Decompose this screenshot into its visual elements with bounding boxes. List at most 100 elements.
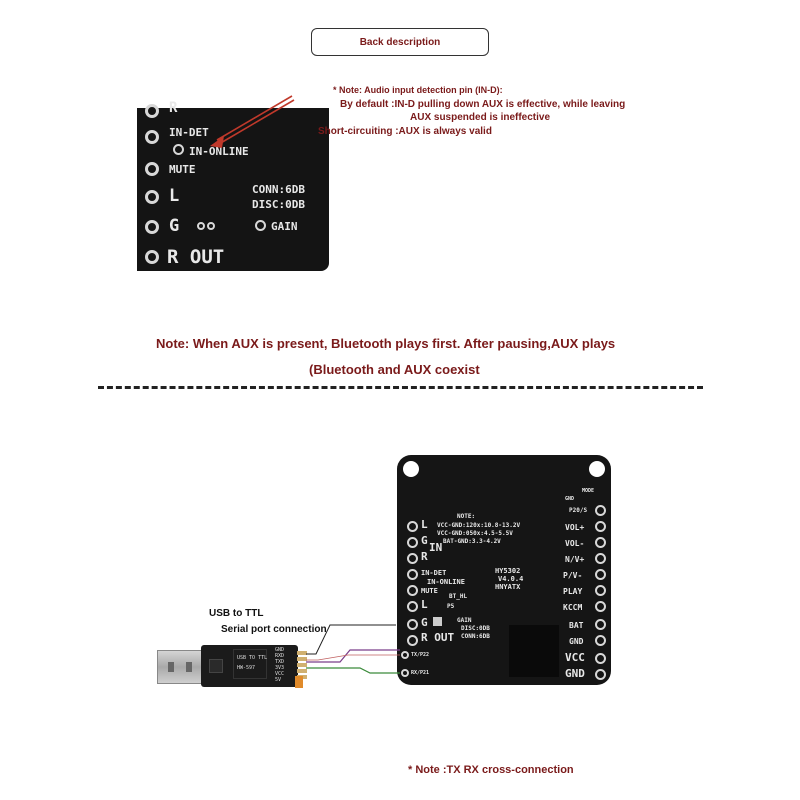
pin-pad (407, 601, 418, 612)
pin-pad (407, 585, 418, 596)
usb-pin-txd: TXD (275, 659, 285, 665)
pin-label-g2: G (421, 616, 428, 629)
pin-pad (145, 130, 159, 144)
main-board: MODE GND P20/S VOL+ VOL- N/V+ P/V- PLAY … (397, 455, 611, 685)
usb-module-text2: HW-597 (237, 665, 256, 671)
priority-note-line1: Note: When AUX is present, Bluetooth pla… (156, 336, 616, 351)
disc-gain-label: DISC:0DB (252, 198, 305, 211)
pin-label-play: PLAY (563, 587, 583, 596)
pin-pad (407, 635, 418, 646)
detection-pin-heading: * Note: Audio input detection pin (IN-D)… (333, 85, 503, 95)
mount-hole (589, 461, 605, 477)
pin-label-l: L (169, 186, 180, 206)
pin-label-r-out: R OUT (421, 631, 455, 644)
pin-label-g: G (421, 534, 428, 547)
header-pin (297, 663, 307, 667)
pin-label-mute: MUTE (169, 163, 196, 176)
pin-label-in-online: IN-ONLINE (427, 578, 465, 586)
spec-note-heading: NOTE: (457, 513, 476, 520)
brand-label: HNYATX (495, 583, 521, 591)
pin-pad (145, 104, 159, 118)
ic-chip (209, 659, 223, 673)
pin-pad (407, 537, 418, 548)
pin-label-g: G (169, 216, 180, 236)
short-circuit-note: Short-circuiting :AUX is always valid (318, 126, 492, 137)
board-closeup: R IN-DET IN-ONLINE MUTE L G R OUT CONN:6… (137, 100, 329, 271)
pin-label-kccm: KCCM (563, 603, 583, 612)
pin-label-l: L (421, 518, 428, 531)
pin-label-r: R (169, 100, 178, 116)
usb-ttl-label: USB to TTL (209, 608, 264, 619)
pin-pad (145, 190, 159, 204)
version-label: V4.0.4 (498, 575, 524, 583)
pin-pad (595, 537, 606, 548)
via (207, 222, 215, 230)
gain-label: GAIN (457, 617, 472, 624)
pin-label-r-out: R OUT (167, 246, 225, 268)
pin-pad (595, 553, 606, 564)
pin-label-vol-minus: VOL- (565, 539, 585, 548)
header-pin (297, 657, 307, 661)
pin-pad (145, 250, 159, 264)
pin-pad (401, 651, 409, 659)
pin-label-gnd-big: GND (565, 667, 585, 680)
gain-jumper (255, 220, 266, 231)
default-behavior-line2: AUX suspended is ineffective (410, 112, 551, 123)
mount-hole (403, 461, 419, 477)
pin-label-vcc: VCC (565, 651, 585, 664)
pin-pad (407, 619, 418, 630)
pin-pad (595, 585, 606, 596)
pin-pad (595, 505, 606, 516)
p5-label: P5 (447, 603, 455, 610)
pin-pad (407, 569, 418, 580)
via (197, 222, 205, 230)
conn-gain-label: CONN:6DB (252, 183, 305, 196)
pin-pad (595, 653, 606, 664)
ic-chip (509, 625, 559, 677)
pin-pad (595, 619, 606, 630)
pin-label-gnd: GND (569, 637, 584, 646)
usb-pin-vcc: VCC (275, 671, 285, 677)
pin-label-mode: MODE (582, 488, 595, 494)
pin-pad (407, 521, 418, 532)
pin-label-in-det: IN-DET (169, 126, 209, 139)
usb-plug (157, 650, 203, 684)
gain-label: GAIN (271, 220, 298, 233)
pin-pad (595, 521, 606, 532)
pin-pad (145, 220, 159, 234)
pin-label-vol-plus: VOL+ (565, 523, 585, 532)
bt-hl-label: BT_HL (449, 593, 468, 600)
pin-pad (595, 569, 606, 580)
pin-pad (401, 669, 409, 677)
spec-note-line3: BAT-GND:3.3-4.2V (443, 538, 501, 545)
model-label: HY5302 (495, 567, 521, 575)
usb-pin-rxd: RXD (275, 653, 285, 659)
pin-pad (407, 553, 418, 564)
pin-label-in-det: IN-DET (421, 569, 447, 577)
header-pin (297, 669, 307, 673)
usb-pin-5v: 5V (275, 677, 282, 683)
serial-connection-label: Serial port connection (221, 624, 327, 635)
pin-pad (145, 162, 159, 176)
pin-label-in-online: IN-ONLINE (189, 145, 249, 158)
pin-label-bat: BAT (569, 621, 584, 630)
page-title: Back description (311, 28, 489, 56)
tx-rx-note: * Note :TX RX cross-connection (408, 764, 574, 776)
jumper-cap (295, 676, 303, 688)
spec-note-line1: VCC-GND:120x:10.8-13.2V (437, 522, 521, 529)
module-outline (233, 649, 267, 679)
in-label: IN (429, 541, 443, 554)
pin-label-r: R (421, 550, 428, 563)
priority-note-line2: (Bluetooth and AUX coexist (309, 362, 480, 377)
usb-pin-3v3: 3V3 (275, 665, 285, 671)
pin-label-l2: L (421, 598, 428, 611)
conn-label: CONN:6DB (461, 633, 490, 640)
test-pad (433, 617, 442, 626)
pin-pad (595, 635, 606, 646)
usb-pin-gnd: GND (275, 647, 285, 653)
tx-pin-label: TX/P22 (411, 652, 430, 658)
rx-pin-label: RX/P21 (411, 670, 430, 676)
default-behavior-line1: By default :IN-D pulling down AUX is eff… (340, 99, 626, 110)
pin-label-mute: MUTE (421, 587, 438, 595)
